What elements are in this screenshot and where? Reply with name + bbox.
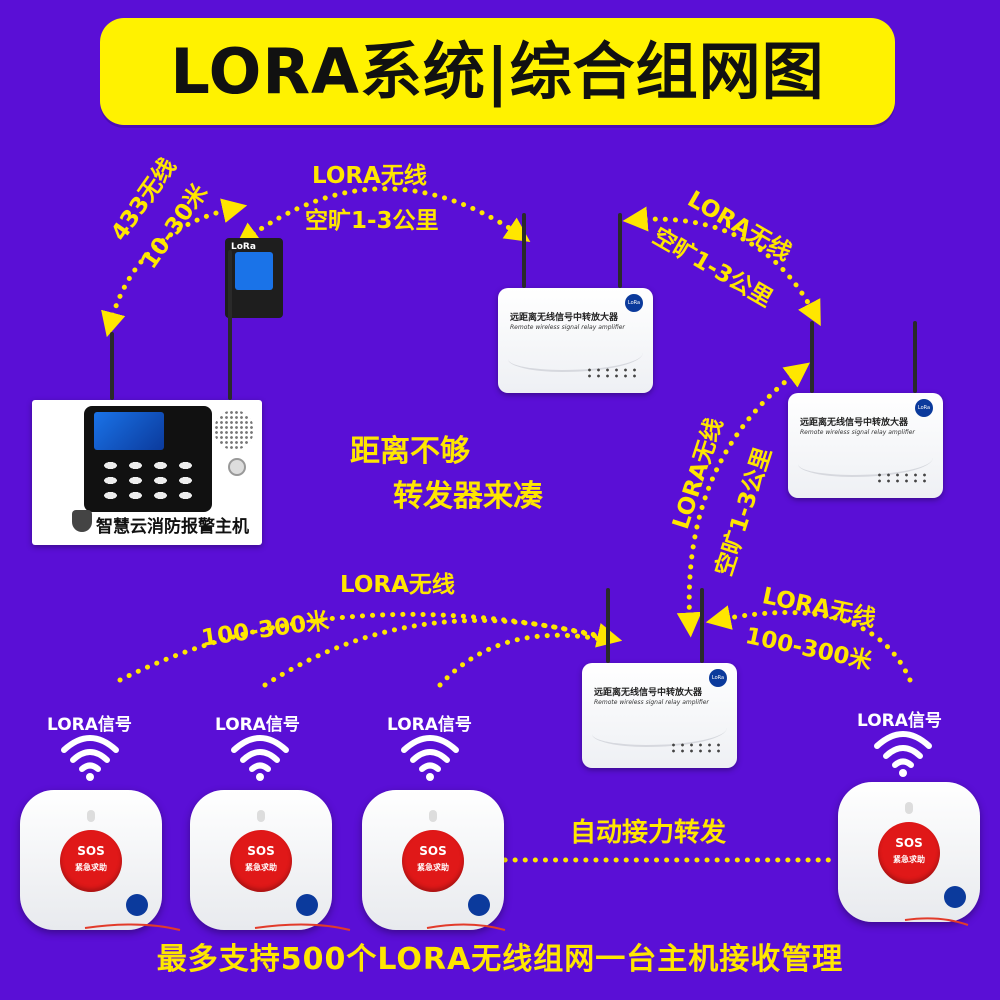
module-face [235, 252, 273, 290]
sos-button-unit-3: SOS 紧急求助 [362, 790, 504, 930]
arrow-right-fan [705, 605, 913, 683]
arrow-vertical-link [676, 362, 810, 638]
sos-red-button: SOS 紧急求助 [60, 830, 122, 892]
diagram-title: LORA系统|综合组网图 [170, 35, 825, 108]
relay-antenna [618, 213, 622, 288]
arrow-top-link [234, 186, 531, 248]
arrow-left-fan-2 [262, 617, 613, 688]
arrow-right-link [622, 206, 821, 327]
relay-leds [875, 472, 929, 484]
arrow-left-fan-3 [437, 632, 608, 688]
lora-badge-icon [468, 894, 490, 916]
host-knob [228, 458, 246, 476]
module-label: LoRa [231, 242, 256, 252]
sos-indicator [87, 810, 95, 822]
host-speaker [214, 410, 254, 450]
label-top-line1: LORA无线 [312, 163, 427, 189]
sos-text: SOS [247, 844, 275, 858]
host-panel [84, 406, 212, 512]
wifi-signal-icon [61, 735, 119, 781]
relay-antenna [913, 321, 917, 393]
sos-red-button: SOS 紧急求助 [230, 830, 292, 892]
sos-button-unit-4: SOS 紧急求助 [838, 782, 980, 922]
bottom-caption: 最多支持500个LORA无线组网一台主机接收管理 [156, 942, 844, 977]
fire-emblem-icon [72, 510, 92, 532]
relay-3: LoRa 远距离无线信号中转放大器 Remote wireless signal… [582, 588, 737, 768]
sos-subtext: 紧急求助 [893, 855, 925, 864]
label-top-line2: 空旷1-3公里 [305, 208, 439, 234]
title-banner: LORA系统|综合组网图 [100, 18, 895, 125]
host-antenna-left [110, 332, 114, 400]
arrow-433-link [101, 198, 248, 338]
relay-antenna [606, 588, 610, 663]
relay-auto-label: 自动接力转发 [570, 818, 727, 848]
lora-badge-icon: LoRa [915, 399, 933, 417]
sos-3-signal-label: LORA信号 [387, 715, 472, 735]
center-note-line2: 转发器来凑 [393, 479, 543, 514]
lora-badge-icon [126, 894, 148, 916]
sos-4-signal-label: LORA信号 [857, 711, 942, 731]
relay-curve [798, 445, 933, 477]
lora-badge-icon: LoRa [625, 294, 643, 312]
sos-subtext: 紧急求助 [417, 863, 449, 872]
relay-name-en: Remote wireless signal relay amplifier [594, 699, 709, 706]
relay-1: LoRa 远距离无线信号中转放大器 Remote wireless signal… [498, 213, 653, 393]
sos-indicator [429, 810, 437, 822]
relay-curve [592, 715, 727, 747]
relay-antenna [522, 213, 526, 288]
sos-text: SOS [895, 836, 923, 850]
relay-name-en: Remote wireless signal relay amplifier [510, 324, 625, 331]
sos-subtext: 紧急求助 [75, 863, 107, 872]
sos-red-button: SOS 紧急求助 [878, 822, 940, 884]
sos-2-signal-label: LORA信号 [215, 715, 300, 735]
relay-name-cn: 远距离无线信号中转放大器 [800, 418, 909, 428]
center-note-line1: 距离不够 [350, 434, 470, 469]
alarm-host: 智慧云消防报警主机 [32, 250, 262, 545]
sos-button-unit-2: SOS 紧急求助 [190, 790, 332, 930]
lora-badge-icon: LoRa [709, 669, 727, 687]
relay-name-cn: 远距离无线信号中转放大器 [510, 313, 619, 323]
relay-curve [508, 340, 643, 372]
label-left-link-line1: LORA无线 [340, 572, 455, 598]
relay-antenna [700, 588, 704, 663]
relay-antenna [810, 321, 814, 393]
relay-leds [669, 742, 723, 754]
sos-button-unit-1: SOS 紧急求助 [20, 790, 162, 930]
sos-indicator [257, 810, 265, 822]
relay-leds [585, 367, 639, 379]
relay-name-en: Remote wireless signal relay amplifier [800, 429, 915, 436]
host-keypad [98, 458, 198, 504]
lora-badge-icon [296, 894, 318, 916]
relay-name-cn: 远距离无线信号中转放大器 [594, 688, 703, 698]
wifi-signal-icon [401, 735, 459, 781]
sos-text: SOS [419, 844, 447, 858]
relay-2: LoRa 远距离无线信号中转放大器 Remote wireless signal… [788, 321, 943, 498]
sos-subtext: 紧急求助 [245, 863, 277, 872]
wifi-signal-icon [874, 731, 932, 777]
sos-indicator [905, 802, 913, 814]
sos-red-button: SOS 紧急求助 [402, 830, 464, 892]
wifi-signal-icon [231, 735, 289, 781]
host-name: 智慧云消防报警主机 [96, 517, 249, 537]
host-screen [94, 412, 164, 450]
lora-badge-icon [944, 886, 966, 908]
lora-module: LoRa [225, 238, 283, 318]
sos-1-signal-label: LORA信号 [47, 715, 132, 735]
sos-text: SOS [77, 844, 105, 858]
host-antenna-right [228, 250, 232, 400]
